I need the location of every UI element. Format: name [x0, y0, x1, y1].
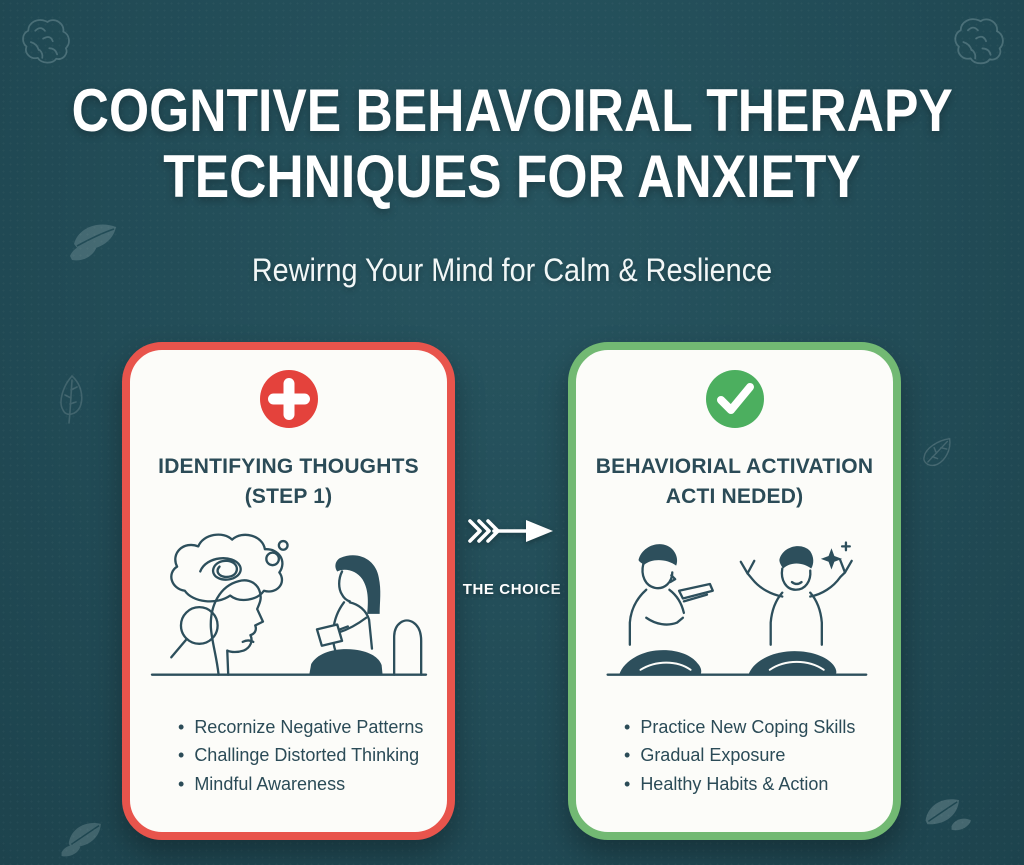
paper: [677, 582, 714, 600]
thought-identification-illustration: [141, 529, 437, 693]
bullet-list: Practice New Coping Skills Gradual Expos…: [576, 713, 893, 798]
page-subtitle: Rewirng Your Mind for Calm & Reslience: [251, 252, 773, 288]
leaf-icon: [909, 427, 963, 483]
thought-cloud: [169, 533, 289, 603]
card-title-line1: BEHAVIORIAL ACTIVATION: [595, 455, 874, 478]
person-writing: [618, 543, 714, 675]
card-title: IDENTIFYING THOUGHTS (STEP 1): [130, 452, 447, 513]
arrow-right-icon: [452, 512, 572, 555]
list-item: Practice New Coping Skills: [624, 713, 879, 741]
card-title-line2: ACTI NEDED): [665, 485, 804, 509]
list-item: Mindful Awareness: [178, 770, 433, 798]
plus-icon: [259, 370, 318, 428]
magnifying-glass-icon: [169, 605, 219, 659]
bullet-list: Recornize Negative Patterns Challinge Di…: [130, 713, 447, 798]
brain-icon: [948, 13, 1006, 73]
list-item: Gradual Exposure: [624, 741, 879, 769]
behavioral-activation-illustration: [587, 529, 883, 693]
page-title-line2: TECHNIQUES FOR ANXIETY: [163, 143, 861, 210]
therapist-figure: [308, 555, 383, 675]
page-title-line1: COGNTIVE BEHAVOIRAL THERAPY: [71, 77, 953, 144]
sparkle-icon: [820, 541, 851, 570]
card-title: BEHAVIORIAL ACTIVATION ACTI NEDED): [576, 452, 893, 513]
list-item: Recornize Negative Patterns: [178, 713, 433, 741]
check-icon: [705, 370, 764, 428]
list-item: Challinge Distorted Thinking: [178, 741, 433, 769]
leaf-icon: [920, 792, 972, 836]
leaf-icon: [58, 818, 108, 860]
identifying-thoughts-card: IDENTIFYING THOUGHTS (STEP 1): [122, 342, 455, 840]
head-profile: [209, 579, 264, 676]
behavioral-activation-card: BEHAVIORIAL ACTIVATION ACTI NEDED): [568, 342, 901, 840]
divider: THE CHOICE: [452, 512, 572, 598]
list-item: Healthy Habits & Action: [624, 770, 879, 798]
leaf-icon: [56, 374, 88, 426]
choice-label: THE CHOICE: [462, 581, 562, 598]
notepad: [315, 623, 343, 647]
brain-icon: [16, 14, 72, 72]
header: COGNTIVE BEHAVOIRAL THERAPY TECHNIQUES F…: [0, 78, 1024, 289]
card-title-line2: (STEP 1): [244, 485, 333, 509]
person-celebrating: [739, 546, 853, 675]
card-title-line1: IDENTIFYING THOUGHTS: [158, 455, 419, 478]
chair: [392, 619, 422, 676]
